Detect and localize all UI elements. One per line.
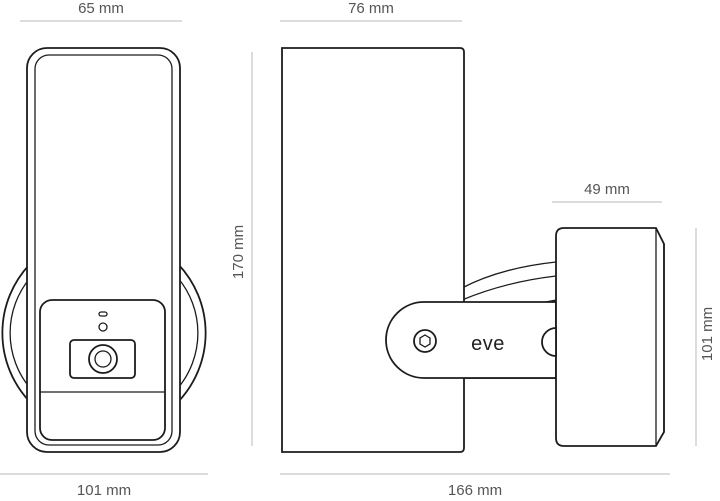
front-led-indicator: [98, 311, 108, 317]
front-lens-housing: [69, 339, 136, 379]
side-arm-curve-bottom: [461, 275, 557, 301]
side-arm-curve-top: [461, 261, 557, 289]
label-mount-height: 101 mm: [699, 307, 716, 361]
front-view: [1, 47, 207, 453]
label-front-width: 65 mm: [78, 0, 124, 17]
front-mount-disc-inner: [9, 277, 31, 389]
side-mount-slot: [541, 327, 557, 357]
front-mount-disc: [1, 263, 31, 403]
front-camera-lens-icon: [88, 344, 118, 374]
front-mount-disc-right-inner: [177, 277, 199, 389]
brand-logo-text: eve: [471, 333, 505, 355]
side-view: eve: [281, 47, 665, 453]
side-pivot-plate: [385, 301, 557, 379]
side-body: [281, 47, 465, 453]
label-front-base-width: 101 mm: [77, 482, 131, 496]
front-light-panel: [34, 54, 173, 446]
front-motion-sensor: [98, 322, 108, 332]
label-height: 170 mm: [230, 225, 247, 279]
front-mount-disc-right: [177, 263, 207, 403]
label-side-total-depth: 166 mm: [448, 482, 502, 496]
side-pivot-screw-icon: [413, 329, 437, 353]
side-wall-mount: [555, 227, 665, 447]
label-mount-width: 49 mm: [584, 181, 630, 198]
side-screw-head-icon: [419, 334, 431, 348]
label-side-depth: 76 mm: [348, 0, 394, 17]
front-camera-lens-inner: [94, 350, 112, 368]
